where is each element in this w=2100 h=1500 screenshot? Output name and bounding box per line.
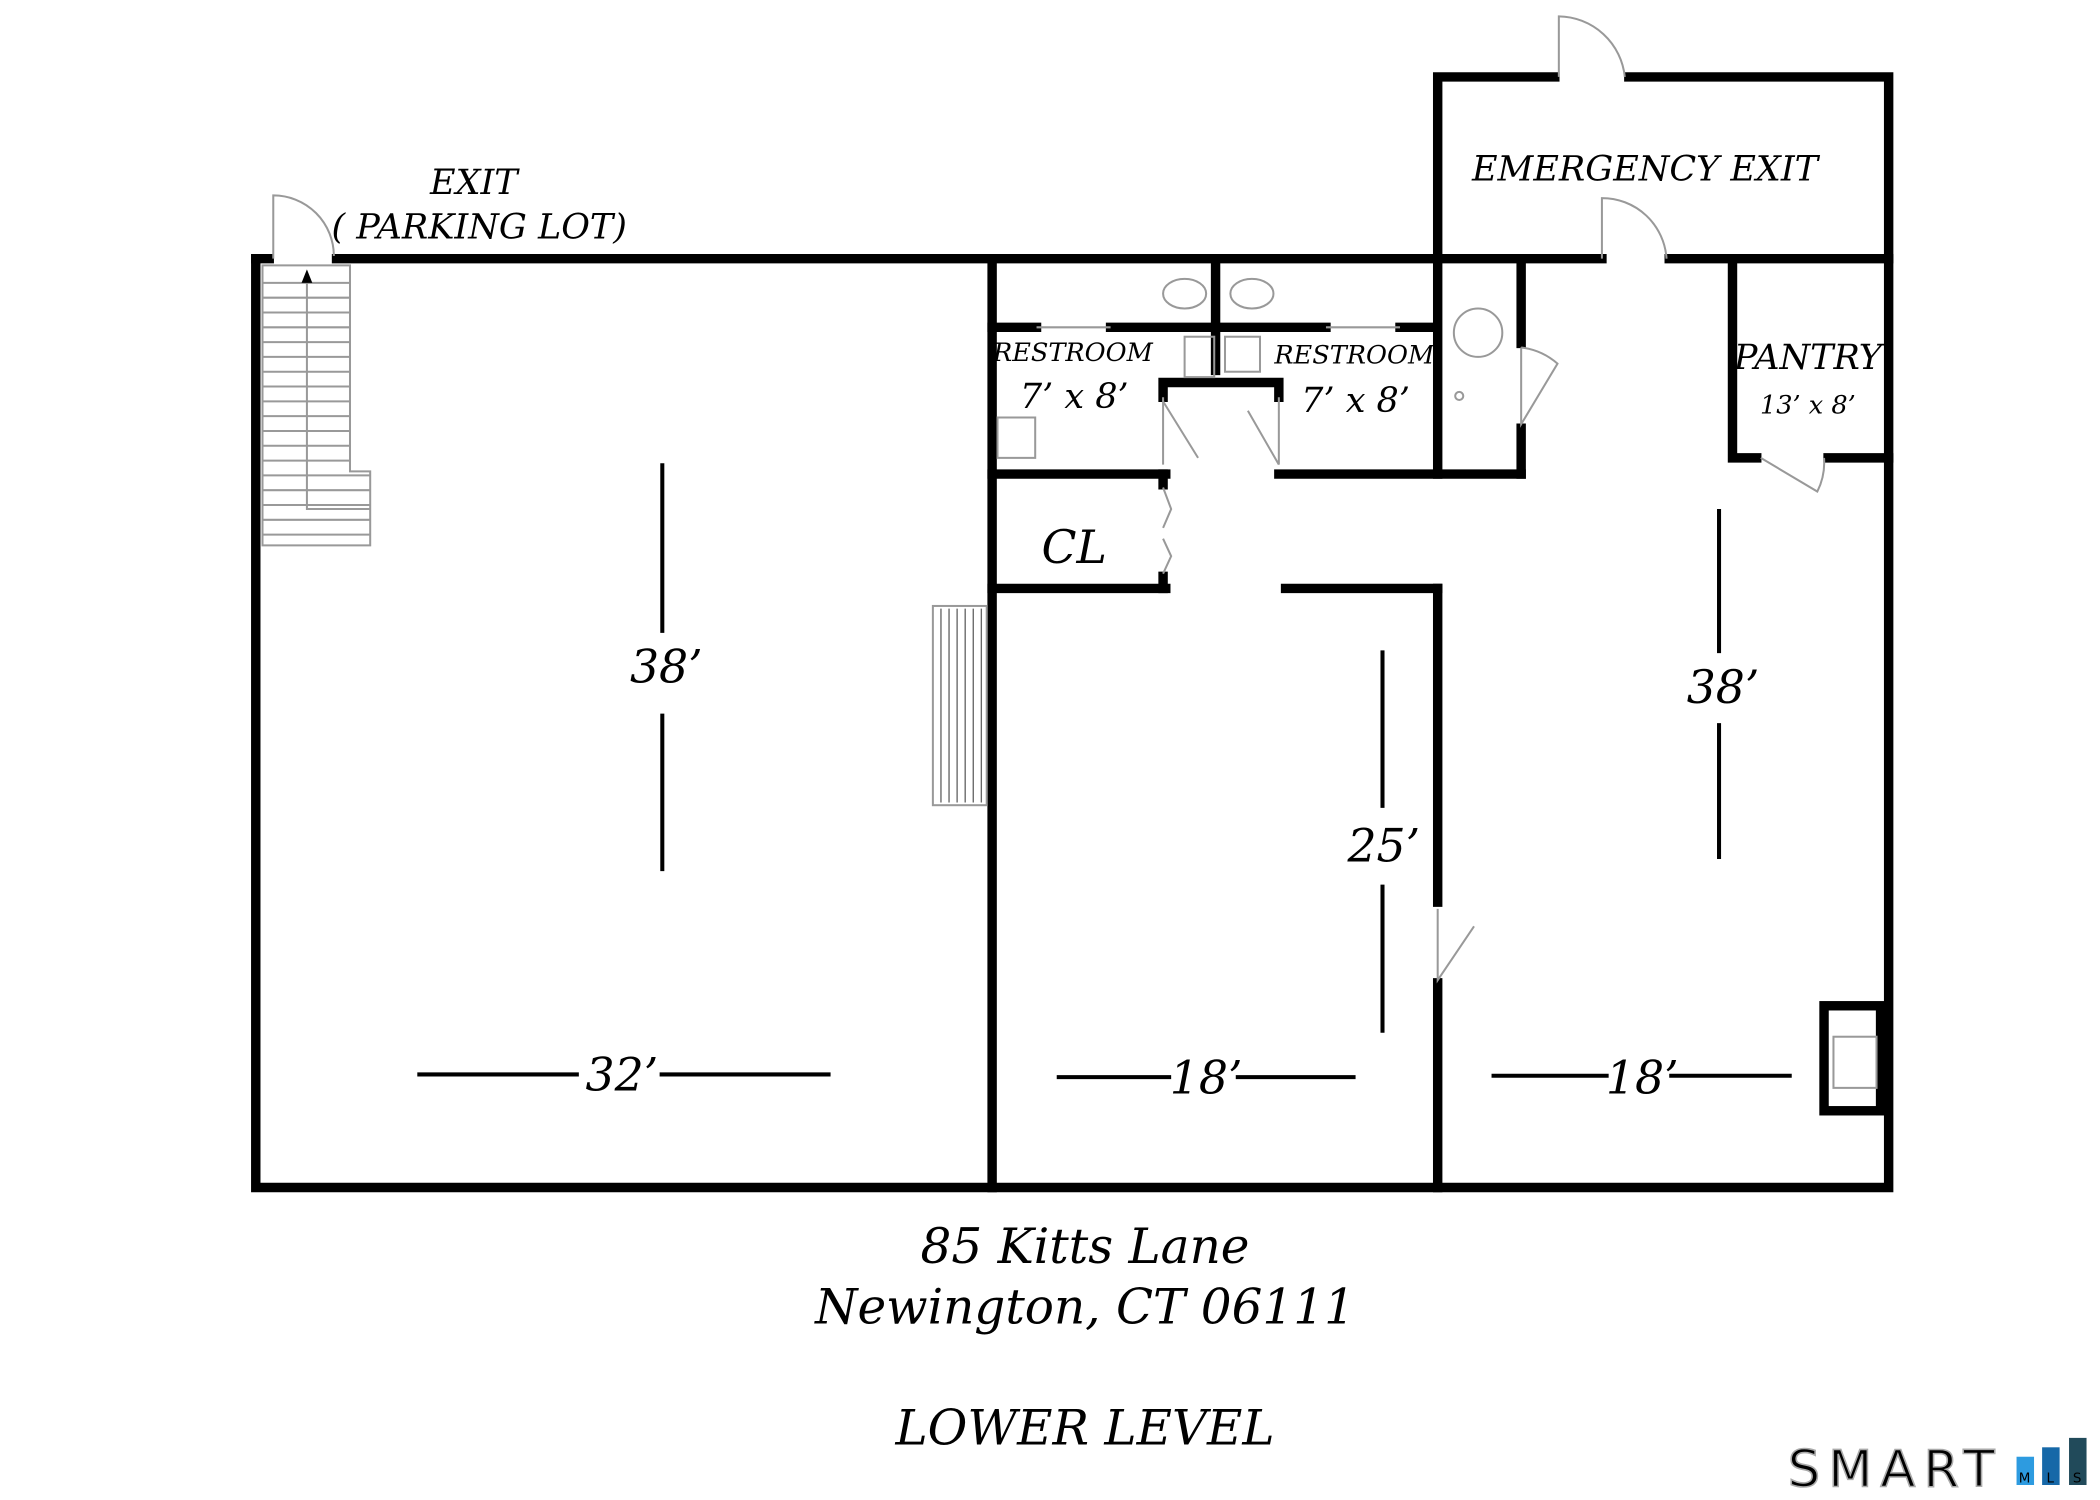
address-line1: 85 Kitts Lane bbox=[921, 1219, 1250, 1275]
restroom-right-size: 7’ x 8’ bbox=[1301, 381, 1410, 421]
closet-label: CL bbox=[1042, 521, 1107, 574]
right-height-dim: 38’ bbox=[1687, 661, 1760, 714]
restroom-left-size: 7’ x 8’ bbox=[1020, 377, 1129, 417]
svg-text:S: S bbox=[2073, 1471, 2082, 1486]
fixtures bbox=[996, 277, 1878, 1089]
middle-height-dim: 25’ bbox=[1346, 820, 1420, 873]
walls bbox=[251, 72, 1894, 1193]
doors bbox=[272, 15, 1826, 984]
level-label: LOWER LEVEL bbox=[894, 1401, 1274, 1457]
dimension-lines bbox=[417, 463, 1792, 1080]
pantry-size: 13’ x 8’ bbox=[1760, 390, 1856, 420]
right-width-dim: 18’ bbox=[1606, 1051, 1679, 1104]
smart-mls-logo: SMART M L S bbox=[1787, 1437, 2087, 1500]
emergency-exit-label: EMERGENCY EXIT bbox=[1471, 150, 1821, 190]
left-height-dim: 38’ bbox=[630, 641, 703, 694]
left-width-dim: 32’ bbox=[586, 1049, 659, 1102]
svg-text:SMART: SMART bbox=[1788, 1440, 2003, 1499]
pantry-label: PANTRY bbox=[1733, 338, 1885, 378]
restroom-right-label: RESTROOM bbox=[1273, 341, 1435, 371]
bench bbox=[931, 604, 988, 807]
restroom-left-label: RESTROOM bbox=[992, 338, 1154, 368]
stairs bbox=[261, 264, 372, 547]
svg-text:M: M bbox=[2019, 1471, 2031, 1486]
svg-text:L: L bbox=[2046, 1471, 2054, 1486]
address-line2: Newington, CT 06111 bbox=[814, 1279, 1355, 1335]
middle-width-dim: 18’ bbox=[1170, 1051, 1243, 1104]
exit-sub-label: ( PARKING LOT) bbox=[332, 207, 627, 247]
exit-label: EXIT bbox=[429, 163, 520, 203]
